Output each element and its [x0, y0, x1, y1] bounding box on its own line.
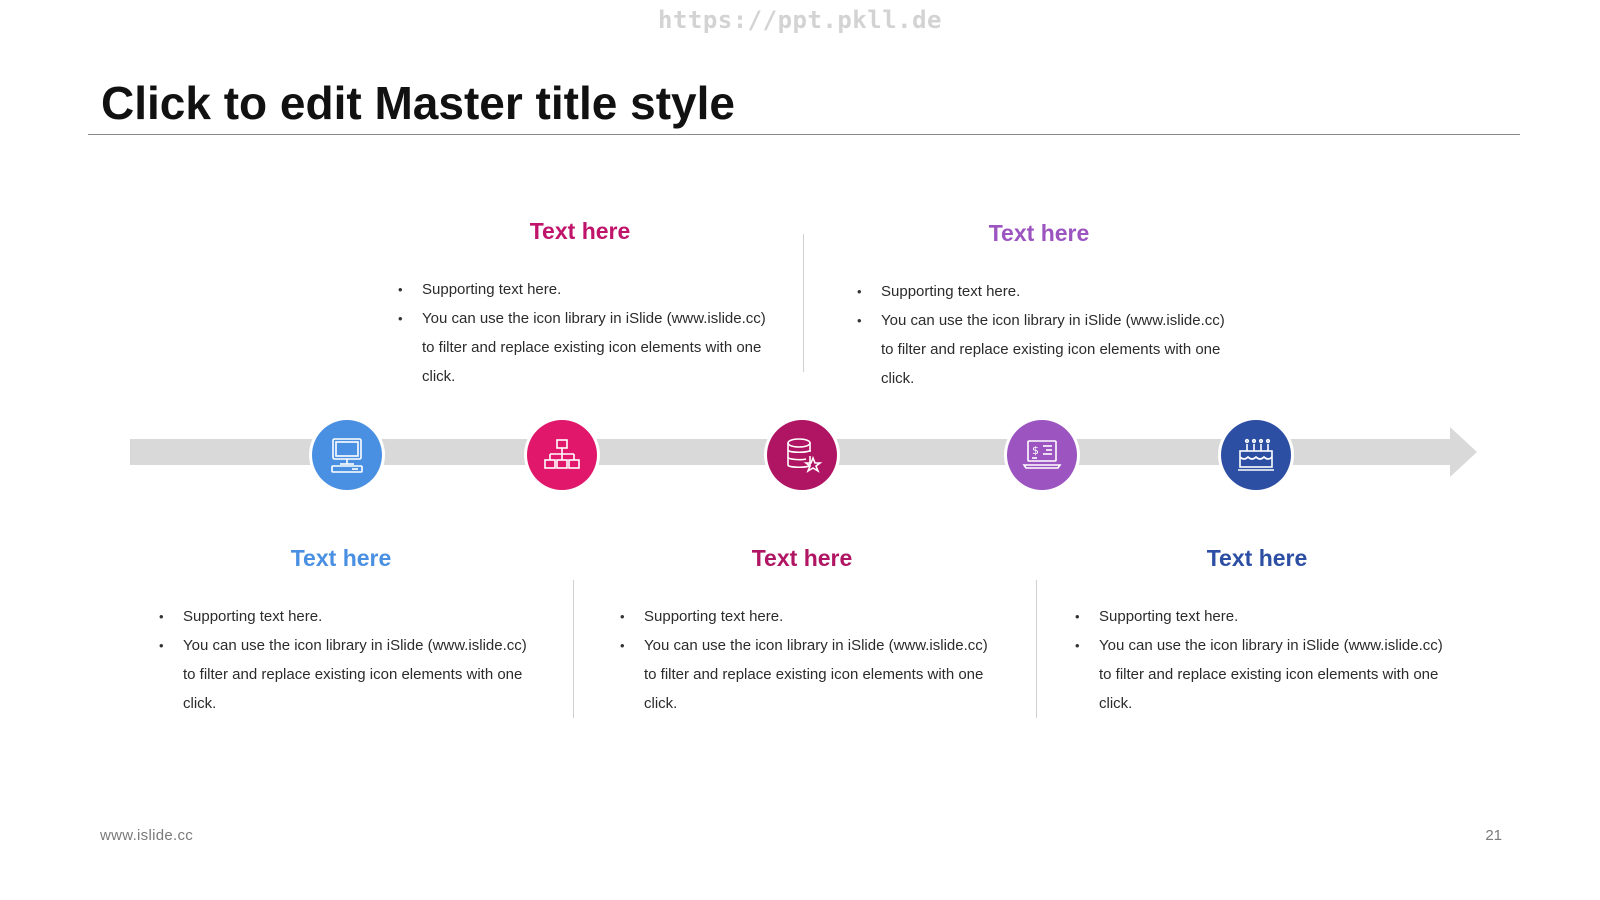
bullet-item: Supporting text here. — [398, 275, 778, 304]
timeline-node-1[interactable] — [309, 417, 385, 493]
bullet-item: You can use the icon library in iSlide (… — [857, 306, 1237, 393]
laptop-dollar-icon: $ — [1022, 440, 1062, 469]
text-block-5[interactable]: Text here Supporting text here. You can … — [1075, 545, 1455, 718]
bullet-list: Supporting text here. You can use the ic… — [620, 602, 1000, 718]
node-disc — [312, 420, 382, 490]
bullet-item: You can use the icon library in iSlide (… — [620, 631, 1000, 718]
computer-icon — [331, 438, 363, 473]
node-disc — [767, 420, 837, 490]
text-block-2[interactable]: Text here Supporting text here. You can … — [398, 218, 778, 391]
divider-bottom-2 — [1036, 580, 1037, 718]
timeline-arrow-head — [1450, 427, 1477, 477]
divider-top — [803, 234, 804, 372]
bullet-item: Supporting text here. — [857, 277, 1237, 306]
block-heading: Text here — [1206, 545, 1308, 571]
bullet-item: Supporting text here. — [159, 602, 539, 631]
bullet-item: You can use the icon library in iSlide (… — [159, 631, 539, 718]
text-block-4[interactable]: Text here Supporting text here. You can … — [857, 220, 1237, 393]
footer-website: www.islide.cc — [100, 827, 194, 844]
bullet-item: Supporting text here. — [1075, 602, 1455, 631]
timeline-node-5[interactable] — [1218, 417, 1294, 493]
block-heading: Text here — [529, 218, 631, 244]
slide-title[interactable]: Click to edit Master title style — [101, 77, 735, 129]
watermark-url: https://ppt.pkll.de — [657, 6, 943, 34]
svg-text:$: $ — [1032, 444, 1039, 457]
divider-bottom-1 — [573, 580, 574, 718]
block-heading: Text here — [751, 545, 853, 571]
node-disc — [527, 420, 597, 490]
bullet-item: You can use the icon library in iSlide (… — [398, 304, 778, 391]
bullet-item: You can use the icon library in iSlide (… — [1075, 631, 1455, 718]
node-disc: $ — [1007, 420, 1077, 490]
text-block-1[interactable]: Text here Supporting text here. You can … — [159, 545, 539, 718]
page-number: 21 — [1485, 827, 1502, 844]
database-star-icon — [787, 438, 823, 473]
node-disc — [1221, 420, 1291, 490]
title-divider — [88, 134, 1520, 135]
org-chart-icon — [544, 439, 580, 469]
bullet-list: Supporting text here. You can use the ic… — [159, 602, 539, 718]
timeline-node-4[interactable]: $ — [1004, 417, 1080, 493]
timeline-node-2[interactable] — [524, 417, 600, 493]
block-heading: Text here — [988, 220, 1090, 246]
birthday-cake-icon — [1238, 438, 1274, 471]
block-heading: Text here — [290, 545, 392, 571]
timeline-node-3[interactable] — [764, 417, 840, 493]
bullet-list: Supporting text here. You can use the ic… — [1075, 602, 1455, 718]
bullet-item: Supporting text here. — [620, 602, 1000, 631]
text-block-3[interactable]: Text here Supporting text here. You can … — [620, 545, 1000, 718]
bullet-list: Supporting text here. You can use the ic… — [398, 275, 778, 391]
bullet-list: Supporting text here. You can use the ic… — [857, 277, 1237, 393]
